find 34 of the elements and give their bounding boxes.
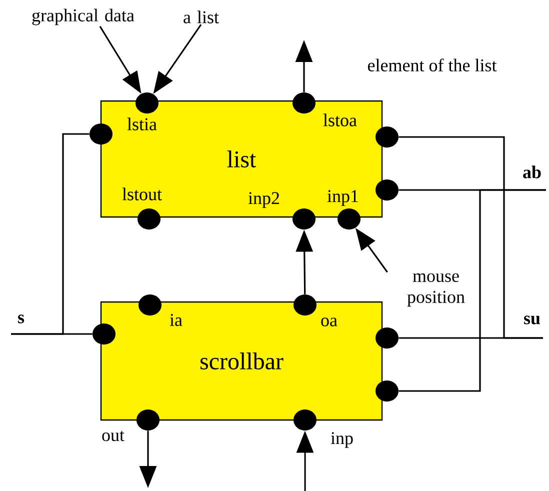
port-dot [136,410,160,430]
port-dot [376,328,398,348]
port-label: ia [170,314,182,326]
port-label: oa [321,318,338,326]
port-dot [376,180,398,200]
port-label: out [102,430,124,442]
signal-label: ab [523,166,541,178]
port-label: inp2 [248,192,280,208]
port-dot [294,294,316,316]
port-dot [138,294,162,316]
port-dot [292,208,316,230]
port-dot [138,208,160,230]
port-label: lstoa [323,114,357,126]
port-label: lstia [127,118,157,130]
signal-label: graphical data [32,8,134,26]
port-label: lstout [122,188,162,200]
port-dot [292,92,316,114]
signal-label: a list [184,10,219,24]
port-dot [90,124,112,144]
wire [398,189,546,392]
signal-label: mouse position [407,273,465,307]
port-label: inp [330,432,353,448]
signal-label: su [524,316,540,324]
port-label: inp1 [327,190,358,206]
port-dot [136,92,158,114]
port-dot [376,380,398,402]
port-label: element of the list [368,58,497,72]
wire [398,337,543,339]
port-dot [92,324,116,344]
signal-label: s [18,314,24,324]
port-dot [376,126,398,148]
port-dot [338,208,360,230]
wire [11,333,92,335]
port-dot [294,410,316,430]
